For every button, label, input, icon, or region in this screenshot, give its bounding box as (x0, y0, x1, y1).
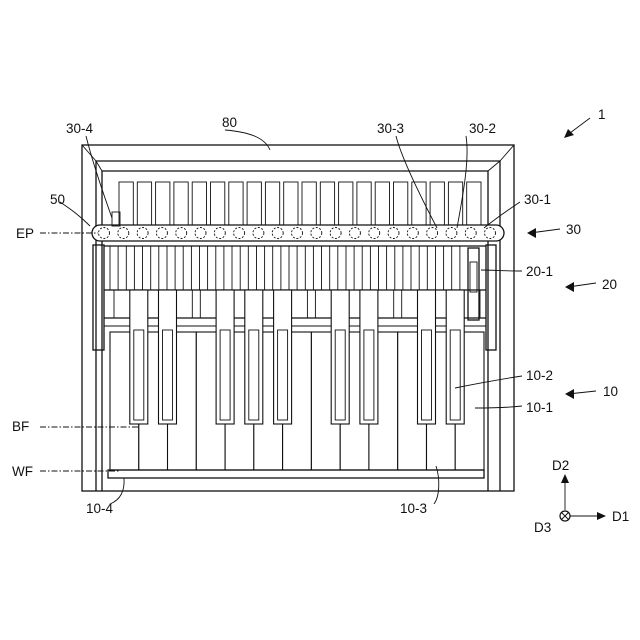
label-white-key-c: 10-4 (86, 501, 114, 516)
label-sensor-2: 30-2 (469, 121, 496, 136)
label-ep: EP (16, 226, 34, 241)
label-sensor-unit: 30 (566, 222, 581, 237)
label-device: 1 (598, 107, 606, 122)
label-substrate: 50 (50, 192, 65, 207)
sensor-substrate (92, 225, 504, 241)
rear-key-end (448, 182, 462, 228)
hammer-20-1-inner (470, 262, 477, 292)
black-key (418, 290, 436, 424)
black-key (216, 290, 234, 424)
rear-key-end (320, 182, 334, 228)
rear-key-end (265, 182, 279, 228)
rear-key-end (375, 182, 389, 228)
black-key (130, 290, 148, 424)
axis-indicator (560, 474, 606, 521)
rear-key-end (229, 182, 243, 228)
rear-key-end (137, 182, 151, 228)
rear-key-end (156, 182, 170, 228)
black-key (331, 290, 349, 424)
rear-key-ends (119, 182, 481, 228)
rear-key-end (247, 182, 261, 228)
black-key (360, 290, 378, 424)
label-black-key: 10-2 (526, 368, 553, 383)
label-wf: WF (12, 464, 33, 479)
rear-key-end (211, 182, 225, 228)
front-rail (108, 470, 484, 478)
label-sensor-3: 30-3 (377, 121, 404, 136)
label-d2: D2 (552, 458, 569, 473)
rear-key-end (339, 182, 353, 228)
label-d1: D1 (612, 509, 629, 524)
black-key (274, 290, 292, 424)
label-cover: 80 (222, 115, 237, 130)
unit-arrows (527, 118, 596, 399)
label-hammer: 20-1 (526, 264, 553, 279)
black-key (159, 290, 177, 424)
rear-key-end (430, 182, 444, 228)
rear-key-end (467, 182, 481, 228)
label-key-unit: 10 (603, 384, 618, 399)
label-sensor-4: 30-4 (66, 121, 94, 136)
rear-key-end (412, 182, 426, 228)
black-key (446, 290, 464, 424)
rear-key-end (192, 182, 206, 228)
label-hammer-unit: 20 (602, 277, 617, 292)
label-white-key-a: 10-1 (526, 400, 553, 415)
d1-arrow-icon (597, 512, 606, 520)
label-d3: D3 (534, 520, 551, 535)
rear-key-end (302, 182, 316, 228)
rear-key-end (394, 182, 408, 228)
label-white-key-b: 10-3 (400, 501, 427, 516)
rear-key-end (284, 182, 298, 228)
rear-key-end (174, 182, 188, 228)
black-key (245, 290, 263, 424)
rear-key-end (119, 182, 133, 228)
label-bf: BF (12, 419, 29, 434)
label-sensor-1: 30-1 (524, 192, 551, 207)
d2-arrow-icon (561, 474, 569, 483)
rear-key-end (357, 182, 371, 228)
